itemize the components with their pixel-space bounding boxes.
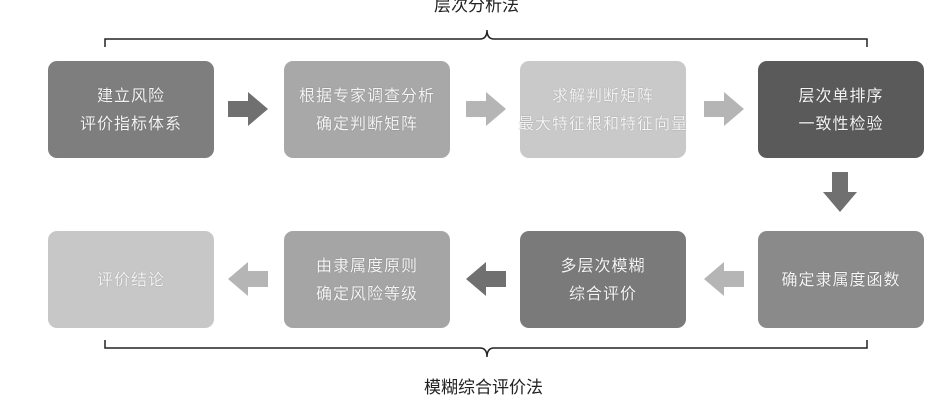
- step-box-5: 确定隶属度函数: [758, 231, 924, 328]
- step-box-4: 层次单排序 一致性检验: [758, 61, 924, 158]
- step-box-6: 多层次模糊 综合评价: [520, 231, 686, 328]
- step-2-line-2: 确定判断矩阵: [316, 110, 418, 138]
- step-box-2: 根据专家调查分析 确定判断矩阵: [284, 61, 450, 158]
- arrow-right-icon: [466, 92, 506, 126]
- step-1-line-1: 建立风险: [97, 82, 165, 110]
- arrow-down-icon: [823, 172, 857, 212]
- step-4-line-2: 一致性检验: [798, 110, 883, 138]
- arrow-right-icon: [704, 92, 744, 126]
- step-6-line-1: 多层次模糊: [560, 252, 645, 280]
- step-1-line-2: 评价指标体系: [80, 110, 182, 138]
- step-box-8: 评价结论: [48, 231, 214, 328]
- step-7-line-2: 确定风险等级: [316, 280, 418, 308]
- step-8-line-1: 评价结论: [97, 266, 165, 294]
- step-6-line-2: 综合评价: [569, 280, 637, 308]
- arrow-left-icon: [466, 262, 506, 296]
- step-5-line-1: 确定隶属度函数: [781, 266, 900, 294]
- step-2-line-1: 根据专家调查分析: [299, 82, 435, 110]
- step-3-line-2: 最大特征根和特征向量: [518, 110, 688, 138]
- step-box-7: 由隶属度原则 确定风险等级: [284, 231, 450, 328]
- step-box-1: 建立风险 评价指标体系: [48, 61, 214, 158]
- step-3-line-1: 求解判断矩阵: [552, 82, 654, 110]
- step-4-line-1: 层次单排序: [798, 82, 883, 110]
- step-box-3: 求解判断矩阵 最大特征根和特征向量: [520, 61, 686, 158]
- arrow-left-icon: [704, 262, 744, 296]
- step-7-line-1: 由隶属度原则: [316, 252, 418, 280]
- arrow-left-icon: [228, 262, 268, 296]
- fuzzy-evaluation-method-label: 模糊综合评价法: [424, 378, 543, 398]
- arrow-right-icon: [228, 92, 268, 126]
